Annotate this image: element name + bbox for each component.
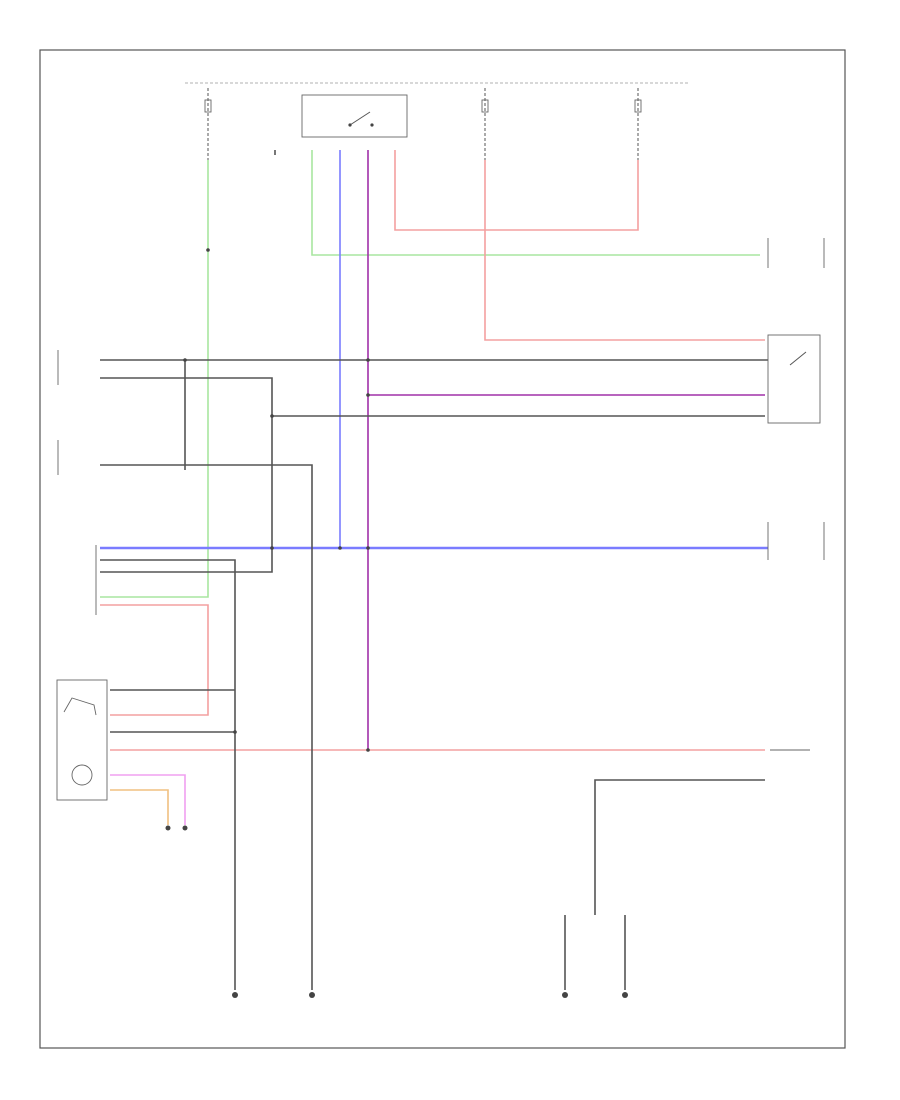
ignition-relay: [301, 94, 408, 138]
black-wire-trunk: [594, 779, 765, 915]
black-wire-h4: [100, 464, 313, 990]
black-wire-h5: [100, 559, 236, 990]
junction-dots: [183, 248, 370, 752]
door-lock-timer-box: [767, 334, 821, 424]
ground-icon: [232, 992, 238, 998]
fuse-icon: [204, 88, 212, 160]
green-wire: [311, 150, 760, 256]
red-wire-left: [100, 604, 209, 716]
diagram-frame: [39, 49, 846, 1049]
red-wire-top: [394, 150, 639, 231]
ground-icon: [309, 992, 315, 998]
ground-icon: [622, 992, 628, 998]
door-switch-top: [767, 238, 825, 268]
orange-wire: [110, 789, 169, 825]
black-wire-h2: [100, 377, 273, 573]
fuse-icon: [481, 88, 489, 160]
green-wire-left: [100, 160, 209, 598]
switch-icon: [789, 351, 807, 366]
red-wire-middle: [484, 160, 765, 341]
fuse-icon: [634, 88, 642, 160]
ground-icon: [165, 825, 188, 831]
door-lock-actuator-icon: [56, 679, 108, 801]
ground-icon: [562, 992, 568, 998]
door-lock-actuator-right: [767, 522, 825, 560]
pink-wire: [110, 774, 186, 825]
switch-icon: [348, 111, 374, 127]
